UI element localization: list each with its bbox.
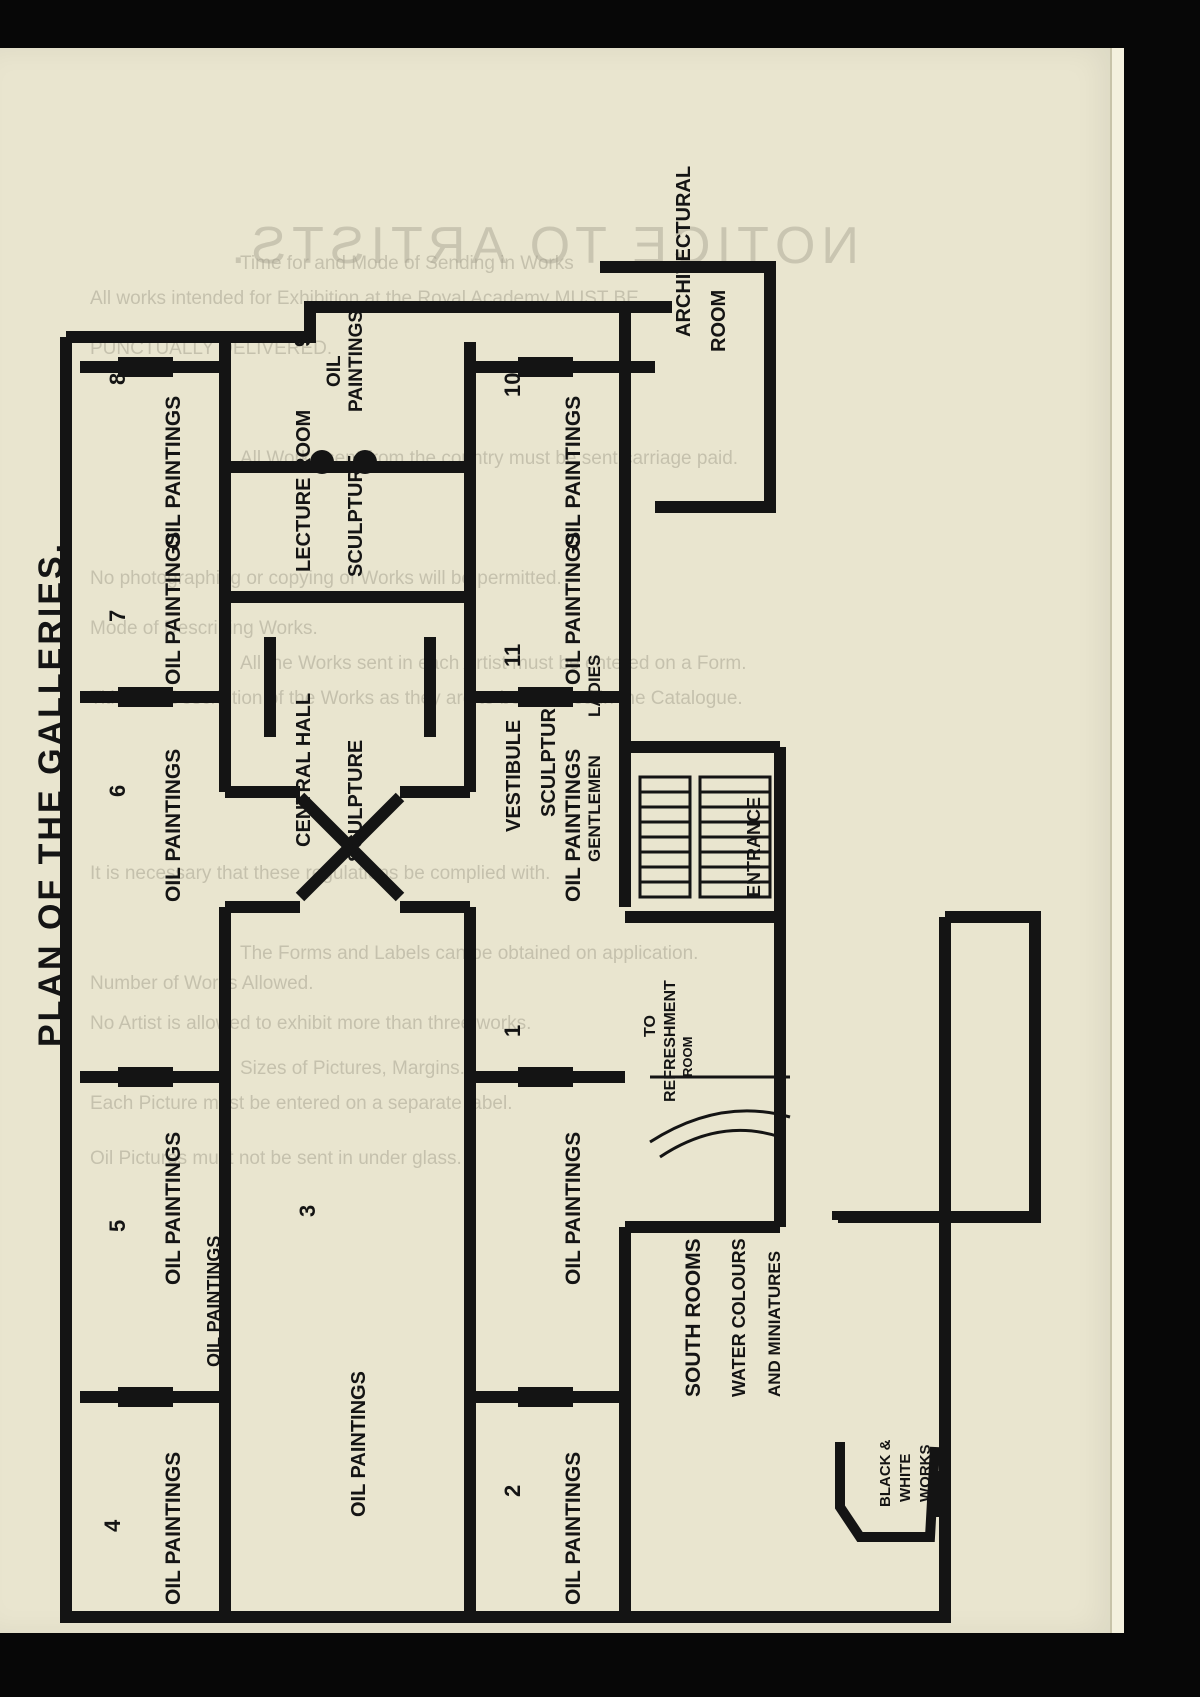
room-labels: OIL PAINTINGS OIL PAINTINGS OIL PAINTING… — [100, 166, 934, 1605]
label-oil-paintings-10: OIL PAINTINGS — [562, 396, 585, 549]
background-line: PUNCTUALLY DELIVERED. — [90, 338, 333, 359]
label-water-colours: WATER COLOURS — [729, 1238, 749, 1397]
background-line: Sizes of Pictures, Margins. — [240, 1058, 465, 1079]
label-oil-paintings-4: OIL PAINTINGS — [162, 1452, 185, 1605]
label-ladies: LADIES — [585, 655, 604, 717]
background-line: No Artist is allowed to exhibit more tha… — [90, 1013, 532, 1034]
label-oil-paintings-6: OIL PAINTINGS — [162, 749, 185, 902]
label-oil: OIL — [324, 355, 345, 387]
label-refreshment: REFRESHMENT — [662, 980, 679, 1102]
background-line: Each Picture must be entered on a separa… — [90, 1093, 513, 1114]
room-number-1: 1 — [500, 1025, 525, 1037]
page-edge — [1110, 48, 1124, 1633]
room-number-4: 4 — [100, 1519, 125, 1532]
label-oil-paintings-5: OIL PAINTINGS — [162, 1132, 185, 1285]
label-oil-paintings-7: OIL PAINTINGS — [162, 532, 185, 685]
background-line: Oil Pictures must not be sent in under g… — [90, 1148, 462, 1169]
label-refreshment-to: TO — [642, 1015, 659, 1037]
room-number-5: 5 — [105, 1220, 130, 1232]
label-oil-paintings-10a: OIL PAINTINGS — [562, 749, 585, 902]
label-black-white-3: WORKS — [917, 1445, 934, 1503]
label-central-hall: CENTRAL HALL — [293, 693, 315, 847]
background-line: Mode of Describing Works. — [90, 618, 318, 639]
label-architectural-room: ROOM — [708, 290, 730, 352]
label-oil-paintings-9: OIL PAINTINGS — [162, 396, 185, 549]
label-and-miniatures: AND MINIATURES — [765, 1251, 784, 1397]
room-number-11: 11 — [500, 644, 525, 667]
label-lecture-room: LECTURE ROOM — [293, 410, 315, 572]
label-paintings: PAINTINGS — [346, 310, 367, 412]
room-number-2: 2 — [500, 1485, 525, 1497]
stairs — [638, 775, 791, 1159]
label-south-rooms: SOUTH ROOMS — [682, 1238, 705, 1397]
label-vestibule: VESTIBULE — [503, 720, 525, 832]
label-refreshment-room: ROOM — [680, 1037, 695, 1077]
background-line: Number of Works Allowed. — [90, 973, 314, 994]
label-oil-paintings-1: OIL PAINTINGS — [562, 1132, 585, 1285]
room-number-9: 9 — [290, 335, 315, 347]
background-line: Time for and Mode of Sending in Works — [240, 253, 574, 274]
label-sculpture-3: SCULPTURE — [538, 695, 560, 817]
architectural-room-walls — [600, 261, 776, 513]
label-gentlemen: GENTLEMEN — [585, 755, 604, 862]
label-oil-paintings-11: OIL PAINTINGS — [562, 532, 585, 685]
label-architectural: ARCHITECTURAL — [673, 166, 695, 337]
background-line: No photographing or copying of Works wil… — [90, 568, 562, 589]
label-oil-paintings-2: OIL PAINTINGS — [562, 1452, 585, 1605]
outer-walls — [60, 301, 1041, 1623]
label-black-white-1: BLACK & — [877, 1439, 894, 1507]
label-oil-paintings-3a: OIL PAINTINGS — [204, 1236, 224, 1367]
room-number-8-display: 8 — [105, 373, 130, 385]
label-sculpture-2: SCULPTURE — [345, 455, 367, 577]
room-number-7: 7 — [105, 610, 130, 622]
label-black-white-2: WHITE — [897, 1454, 914, 1502]
label-sculpture-1: SCULPTURE — [345, 740, 367, 862]
label-oil-paintings-left: OIL PAINTINGS — [348, 1371, 370, 1517]
label-entrance: ENTRANCE — [744, 797, 764, 897]
pillars — [118, 357, 573, 1407]
room-number-10: 10 — [500, 373, 525, 397]
room-number-3: 3 — [295, 1205, 320, 1217]
room-number-6: 6 — [105, 785, 130, 797]
